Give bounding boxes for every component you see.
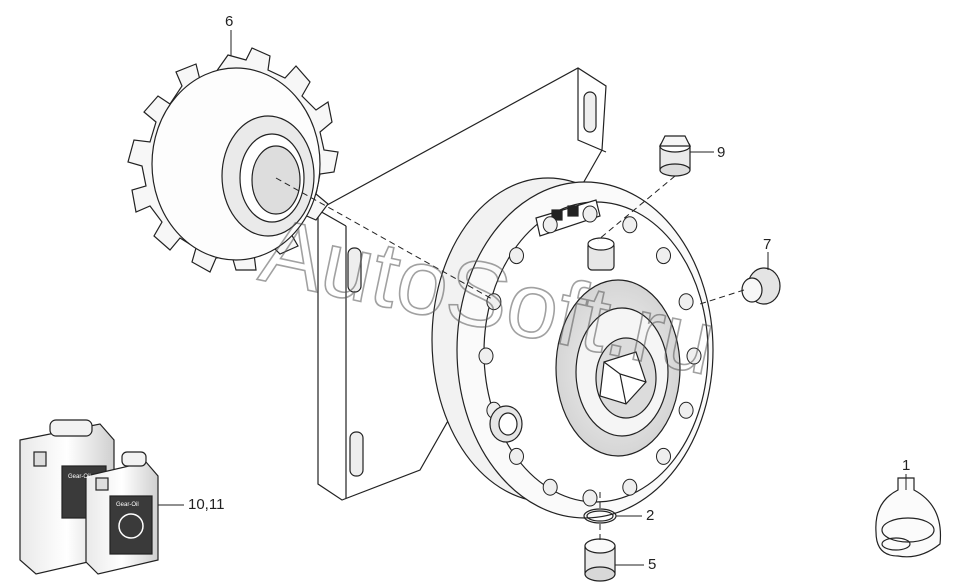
callout-7: 7: [763, 236, 772, 253]
callout-1: 1: [902, 457, 911, 474]
callout-2: 2: [646, 507, 655, 524]
housing-bolt: [582, 205, 598, 223]
callout-9: 9: [717, 144, 726, 161]
housing-level-plug: [489, 405, 523, 443]
leader-lines: [158, 30, 907, 566]
housing-bolt: [478, 347, 494, 365]
housing-bolt: [678, 293, 694, 311]
sprocket: [127, 47, 339, 273]
housing-bolt: [542, 216, 558, 234]
drain-plug: [584, 538, 616, 582]
callout-10-11: 10,11: [188, 496, 225, 513]
callout-5: 5: [648, 556, 657, 573]
housing-bolt: [582, 489, 598, 507]
canister-label-front: Gear-Oil: [116, 502, 139, 508]
housing-bolt: [622, 216, 638, 234]
housing-bolt: [509, 247, 524, 265]
assembly-dash-lines: [275, 175, 745, 540]
housing-bolts: [478, 205, 702, 507]
oil-canisters: [19, 419, 159, 575]
housing-bolt: [656, 447, 671, 465]
housing-bolt: [509, 447, 524, 465]
watermark-text: AutoSoft.ru: [253, 199, 724, 394]
housing-bolt: [686, 347, 702, 365]
level-plug: [741, 267, 781, 305]
housing-bolt: [622, 478, 638, 496]
breather-plug: [659, 135, 691, 177]
canister-label-back: Gear-Oil: [68, 474, 91, 480]
housing-bolt: [542, 478, 558, 496]
seal-kit-bag: [875, 477, 942, 558]
watermark: AutoSoft.ru: [252, 198, 725, 395]
housing-bolt: [678, 401, 694, 419]
housing-bolt: [656, 247, 671, 265]
callout-6: 6: [225, 13, 234, 30]
